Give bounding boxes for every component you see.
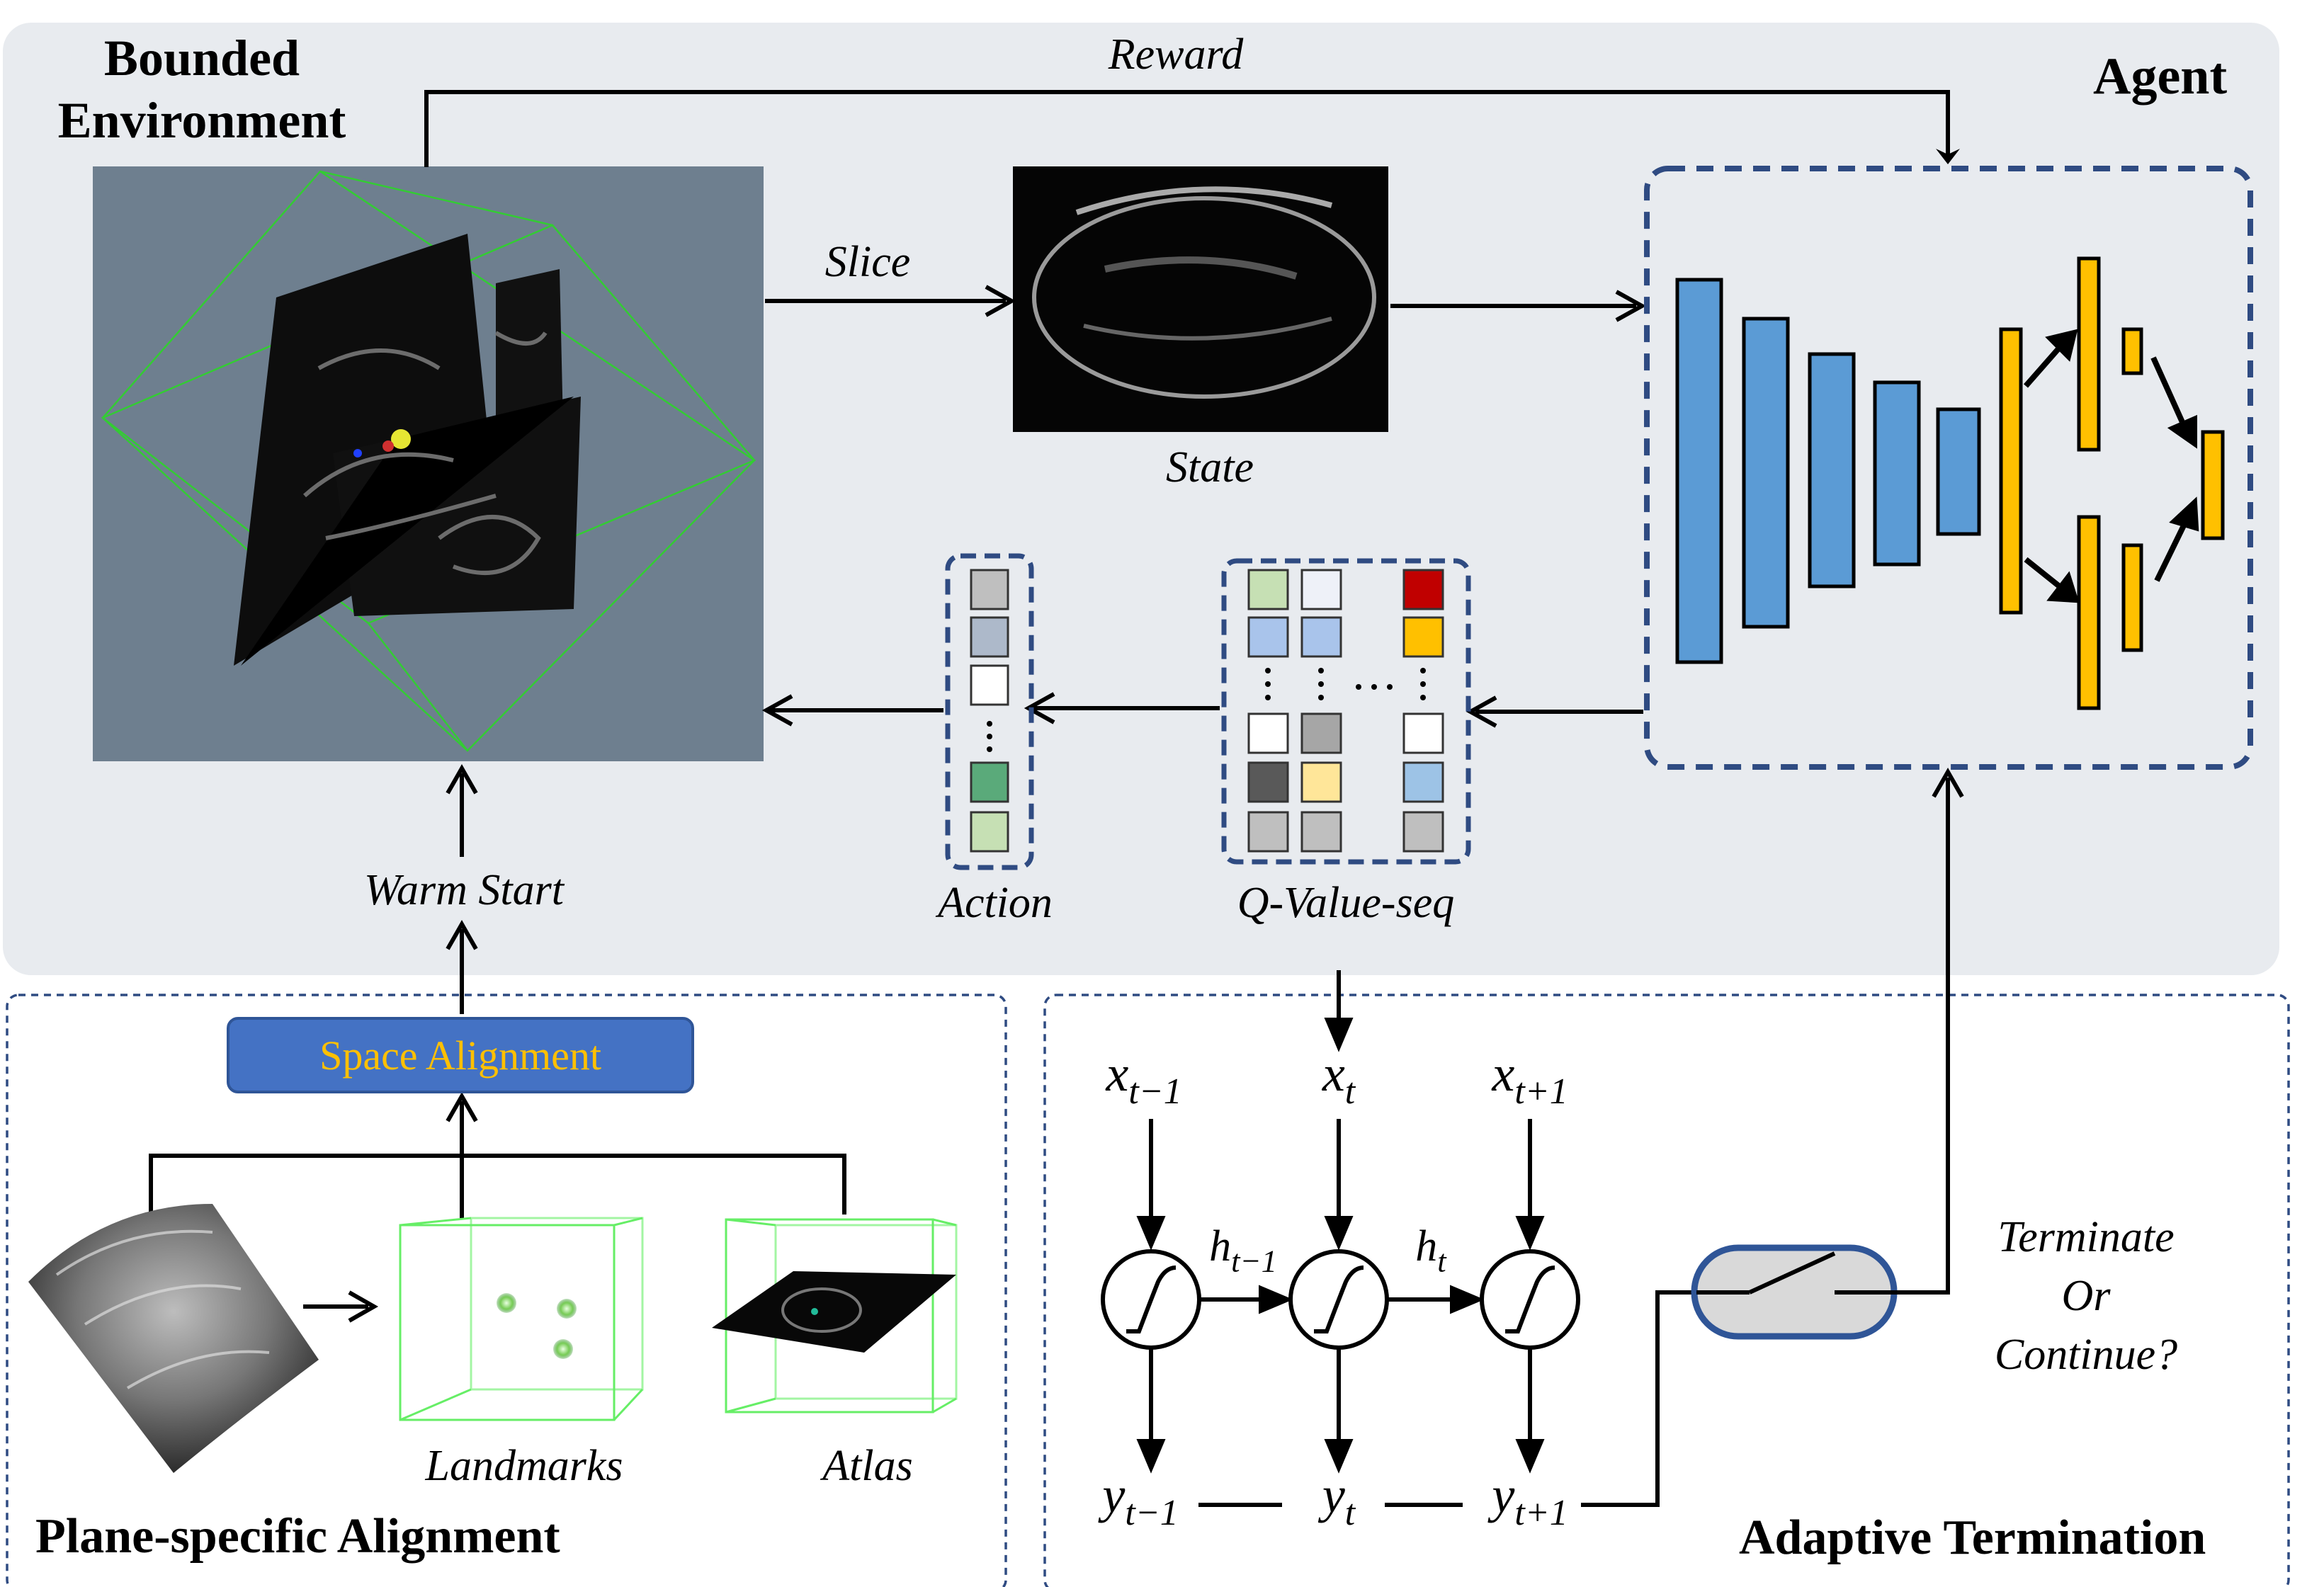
alignment-title: Plane-specific Alignment	[35, 1509, 560, 1564]
input-x-next: xt+1	[1492, 1045, 1568, 1113]
output-y-prev: yt−1	[1102, 1467, 1179, 1534]
volume-rendering	[93, 166, 764, 761]
or-label: Or	[2061, 1272, 2111, 1320]
terminate-label: Terminate	[1997, 1213, 2175, 1261]
ultrasound-fan	[28, 1204, 319, 1473]
atlas-label: Atlas	[822, 1442, 913, 1490]
qvalue-ellipsis	[1265, 668, 1426, 700]
agent-title: Agent	[2093, 47, 2228, 106]
action-box	[945, 553, 1034, 870]
termination-panel	[1043, 994, 2290, 1587]
landmarks-cube	[399, 1217, 644, 1421]
output-y-curr: yt	[1322, 1467, 1356, 1534]
termination-wire	[1581, 1290, 1696, 1507]
state-label: State	[1166, 443, 1254, 491]
qvalue-label: Q-Value-seq	[1237, 879, 1455, 927]
warm-start-label: Warm Start	[364, 866, 564, 914]
space-alignment-button[interactable]: Space Alignment	[227, 1017, 694, 1093]
landmarks-label: Landmarks	[425, 1442, 623, 1490]
continue-label: Continue?	[1994, 1331, 2178, 1379]
agent-arrows	[2023, 329, 2199, 603]
slice-label: Slice	[824, 238, 911, 286]
termination-title: Adaptive Termination	[1739, 1511, 2206, 1565]
agent-network	[1675, 256, 2225, 710]
hidden-h-curr: ht	[1415, 1222, 1446, 1279]
alignment-panel	[6, 994, 1007, 1587]
environment-title: Bounded Environment	[57, 30, 346, 149]
landmark-dot	[497, 1293, 516, 1313]
state-image	[1013, 166, 1388, 432]
rnn-arrows	[1136, 970, 1545, 1474]
landmark-dot	[553, 1339, 573, 1359]
output-y-next: yt+1	[1492, 1467, 1568, 1534]
input-x-curr: xt	[1322, 1045, 1356, 1113]
reward-arrow	[424, 90, 1950, 167]
reward-label: Reward	[1108, 30, 1244, 79]
qvalue-cells	[1247, 569, 1444, 853]
landmark-dot	[557, 1299, 577, 1319]
atlas-slice	[712, 1271, 956, 1353]
qvalue-box	[1221, 558, 1471, 865]
feedback-arrow	[1894, 778, 1950, 1295]
alignment-connector	[149, 1154, 846, 1215]
agent-box	[1644, 166, 2253, 770]
action-cells	[970, 569, 1009, 853]
action-label: Action	[938, 879, 1053, 927]
action-ellipsis	[987, 721, 992, 752]
input-x-prev: xt−1	[1106, 1045, 1182, 1113]
hidden-h-prev: ht−1	[1209, 1222, 1277, 1279]
